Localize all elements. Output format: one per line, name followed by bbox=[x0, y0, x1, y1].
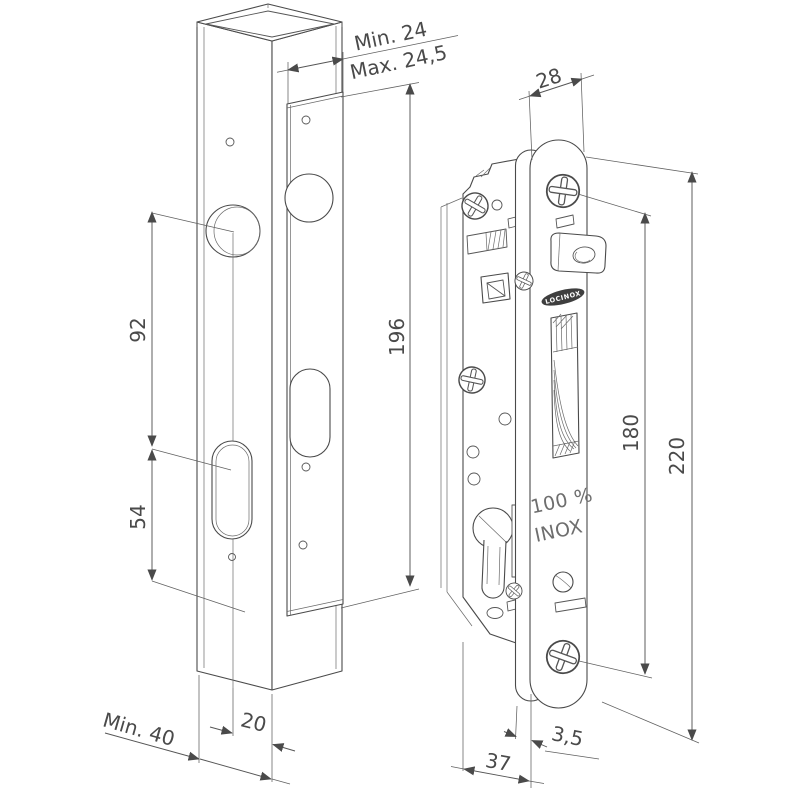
dim-line-37 bbox=[463, 766, 530, 784]
dim-line-20-a bbox=[209, 725, 233, 735]
dim-label-faceplate-width: 28 bbox=[533, 63, 565, 94]
case-top-tabs bbox=[475, 167, 491, 178]
adjuster-hole bbox=[552, 571, 574, 593]
dim-35-underline bbox=[544, 750, 600, 760]
dim-label-196: 196 bbox=[385, 318, 409, 356]
cutout-screw-hole-top bbox=[301, 115, 311, 125]
post-handle-slot bbox=[211, 440, 253, 540]
post-screw-hole-top-left bbox=[225, 137, 235, 147]
adjuster-slot bbox=[554, 597, 587, 613]
keyhole-depth-lines bbox=[478, 515, 507, 586]
cylinder-core-hole bbox=[572, 246, 596, 264]
lock-case bbox=[440, 158, 532, 647]
dim-label-min40: Min. 40 bbox=[100, 708, 177, 751]
cutout-screw-hole-bottom bbox=[298, 540, 308, 550]
dim-faceplate-width-tails bbox=[518, 74, 595, 100]
spindle-hole bbox=[480, 272, 511, 304]
cutout-screw-hole-mid bbox=[301, 462, 311, 472]
cylinder-housing-facet bbox=[557, 232, 561, 272]
case-hole-3 bbox=[498, 412, 512, 426]
dim-line-faceplate-width bbox=[529, 77, 583, 98]
dim-54-leader bbox=[151, 580, 246, 613]
dim-label-220: 220 bbox=[665, 437, 689, 475]
dimension-annotations: Min. 24 Max. 24,5 28 92 54 196 180 220 M… bbox=[100, 17, 700, 788]
post-cutout-slot bbox=[286, 91, 344, 617]
dim-196-leaders bbox=[340, 82, 420, 609]
dim-slot-width-tails bbox=[276, 35, 459, 73]
dim-line-35-a bbox=[503, 728, 517, 737]
latch-bolt bbox=[550, 312, 580, 459]
post-screw-hole-bottom-left bbox=[228, 553, 236, 561]
dim-label-92: 92 bbox=[126, 317, 150, 342]
dim-37-tails bbox=[450, 766, 545, 784]
dim-label-20: 20 bbox=[238, 707, 269, 736]
rim-corner-edges bbox=[196, 4, 343, 27]
cutout-cylinder-hole bbox=[284, 173, 334, 223]
spindle-follower bbox=[486, 279, 506, 300]
faceplate-slot bbox=[555, 214, 575, 229]
deadbolt-guide bbox=[466, 228, 508, 255]
ext-post-bottom bbox=[198, 675, 273, 782]
dim-min40-tail bbox=[271, 778, 291, 785]
dim-label-37: 37 bbox=[484, 748, 513, 776]
cylinder-keyhole-stem-fill bbox=[481, 540, 506, 599]
cylinder-keyhole-stem bbox=[481, 539, 507, 599]
case-hole-4 bbox=[466, 445, 480, 459]
deadbolt-guide-hatch bbox=[485, 229, 506, 252]
case-back-edges bbox=[440, 197, 473, 627]
post-cylinder-hole-depth bbox=[213, 206, 261, 256]
case-hole-5 bbox=[467, 472, 481, 486]
dim-line-slot-width bbox=[287, 56, 344, 73]
lock-faceplate: LOCINOX 100 % INOX bbox=[514, 139, 607, 709]
post-handle-slot-depth bbox=[215, 444, 250, 537]
dim-label-54: 54 bbox=[126, 504, 150, 529]
dim-label-180: 180 bbox=[619, 414, 643, 452]
gate-post bbox=[196, 3, 344, 691]
dim-line-20-b bbox=[272, 743, 296, 752]
dim-180-leaders bbox=[577, 193, 653, 679]
dim-92-leaders bbox=[151, 212, 235, 471]
case-oval-hole bbox=[486, 607, 504, 619]
dim-220-leaders bbox=[585, 156, 700, 744]
adjuster-detail bbox=[554, 574, 572, 589]
dim-label-35: 3,5 bbox=[549, 721, 585, 751]
dim-line-35-b bbox=[531, 740, 548, 749]
case-hole-1 bbox=[491, 199, 503, 211]
dim-line-min40-a bbox=[104, 732, 200, 761]
cutout-handle-slot bbox=[289, 368, 331, 458]
dim-line-min40-b bbox=[199, 758, 272, 781]
cylinder-core-detail bbox=[574, 251, 591, 263]
post-left-face bbox=[196, 21, 273, 691]
brand-logo-oval bbox=[541, 288, 585, 306]
post-top-opening bbox=[205, 10, 335, 38]
